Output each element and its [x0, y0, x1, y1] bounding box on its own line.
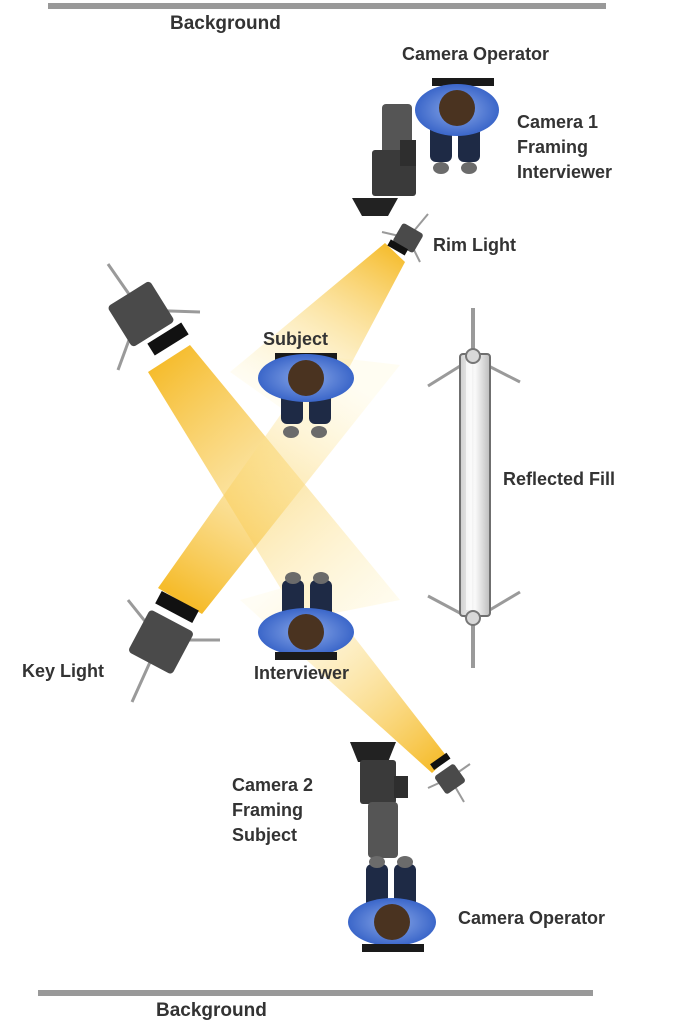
reflected-fill-label: Reflected Fill	[503, 469, 616, 489]
camera-operator-bottom-figure	[348, 856, 436, 952]
reflector-panel	[459, 353, 491, 617]
key-light-beam-lower	[158, 356, 400, 614]
background-top-label: Background	[170, 13, 281, 34]
camera-2-framing: Framing	[232, 800, 304, 820]
camera-light-fixture	[427, 752, 471, 803]
rim-light-label: Rim Light	[433, 235, 516, 255]
reflector-stand	[427, 308, 521, 668]
interviewer-figure	[258, 572, 354, 660]
camera-2	[350, 742, 408, 858]
rim-light-fixture	[381, 213, 429, 263]
camera-operator-top-figure	[415, 78, 499, 174]
camera-1-framing: Framing	[517, 137, 589, 157]
camera-2-subject: Subject	[232, 825, 298, 845]
key-light-upper	[106, 263, 201, 371]
camera-operator-bottom-label: Camera Operator	[458, 908, 606, 928]
subject-figure	[258, 353, 354, 438]
interviewer-label: Interviewer	[254, 663, 350, 683]
key-light-label: Key Light	[22, 661, 105, 681]
camera-1	[352, 104, 416, 216]
background-bottom-label: Background	[156, 1000, 267, 1021]
camera-operator-top-label: Camera Operator	[402, 44, 550, 64]
key-light-lower	[126, 590, 220, 703]
background-bar-bottom	[38, 990, 593, 996]
camera-1-interviewer: Interviewer	[517, 162, 613, 182]
camera-1-title: Camera 1	[517, 112, 599, 132]
background-bar-top	[48, 3, 606, 9]
subject-label: Subject	[263, 329, 329, 349]
camera-2-title: Camera 2	[232, 775, 314, 795]
